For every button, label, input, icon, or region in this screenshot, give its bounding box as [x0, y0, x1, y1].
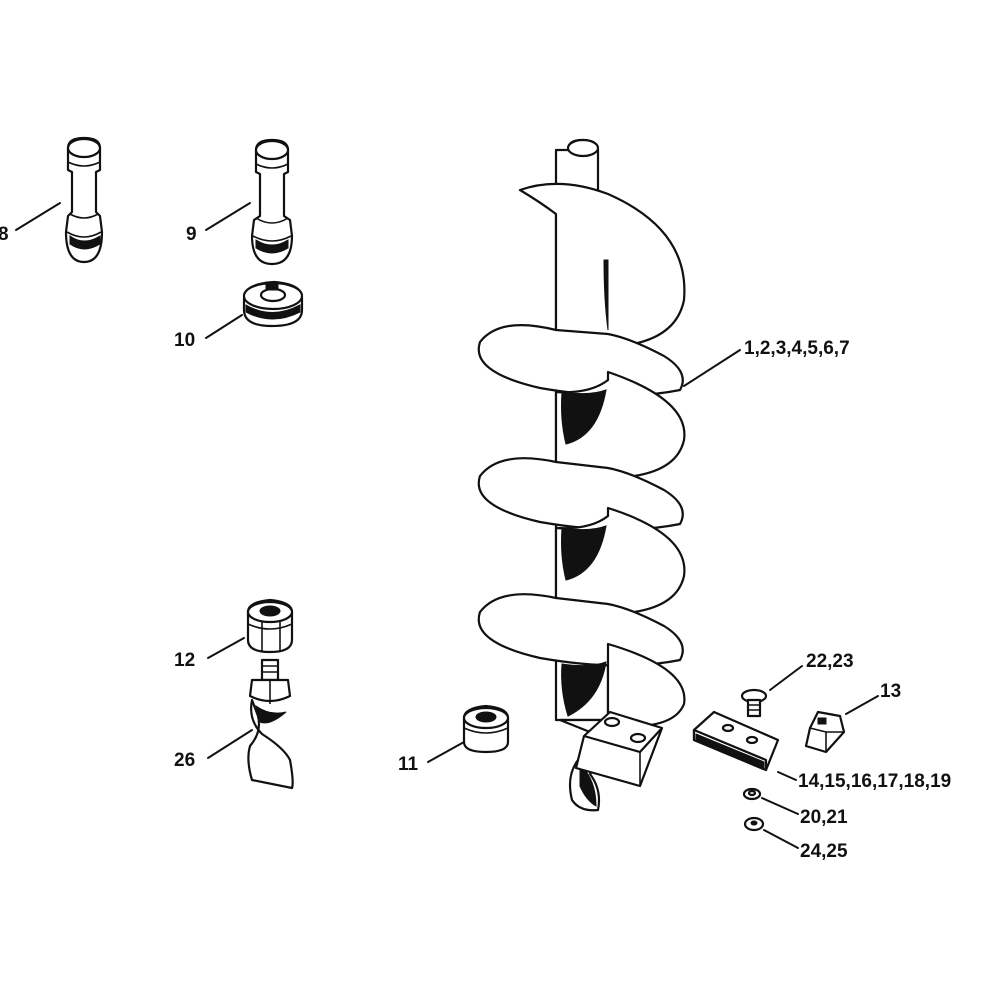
part-24-25-nut	[743, 816, 765, 832]
leader-11	[427, 741, 465, 763]
leader-20-21	[761, 797, 799, 815]
part-9-shaft-adapter	[250, 138, 294, 266]
label-9: 9	[186, 224, 197, 245]
label-1-7: 1,2,3,4,5,6,7	[744, 338, 850, 359]
leader-13	[845, 695, 879, 715]
part-12-hex-nut	[246, 598, 294, 654]
leader-26	[207, 729, 253, 759]
leader-10	[205, 314, 243, 339]
part-26-pilot-point	[247, 658, 294, 790]
leader-24-25	[763, 829, 799, 849]
part-22-23-screw	[740, 688, 768, 718]
part-14-19-cutter-blade	[692, 710, 780, 772]
part-13-cutter-tip	[804, 710, 846, 754]
leader-22-23	[769, 665, 803, 691]
part-8-shaft-adapter	[64, 136, 104, 264]
label-14-19: 14,15,16,17,18,19	[798, 771, 951, 792]
label-13: 13	[880, 681, 901, 702]
part-1-7-auger	[477, 138, 686, 812]
leader-9	[205, 202, 251, 231]
label-20-21: 20,21	[800, 807, 848, 828]
part-20-21-washer	[742, 787, 762, 801]
label-24-25: 24,25	[800, 841, 848, 862]
label-11: 11	[398, 754, 419, 775]
label-12: 12	[174, 650, 195, 671]
leader-12	[207, 637, 245, 659]
leader-14-19	[777, 771, 797, 781]
label-26: 26	[174, 750, 195, 771]
label-10: 10	[174, 330, 195, 351]
part-10-slotted-washer	[242, 280, 304, 328]
part-11-nut	[462, 704, 510, 754]
leader-1-7	[683, 349, 741, 387]
label-22-23: 22,23	[806, 651, 854, 672]
label-8: 8	[0, 224, 9, 245]
leader-8	[15, 202, 61, 231]
